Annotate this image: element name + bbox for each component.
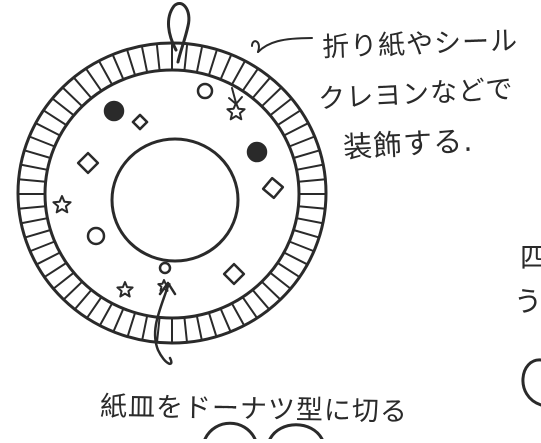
rim-ridge (126, 50, 137, 77)
rim-ridge (62, 280, 84, 301)
diamond-icon (131, 113, 149, 131)
rim-ridge (24, 229, 52, 239)
open-circle-icon (86, 226, 106, 246)
rim-ridge (195, 314, 203, 342)
diamond-icon (76, 151, 100, 175)
rim-ridge (269, 271, 292, 290)
rim-ridge (230, 302, 246, 327)
rim-ridge (276, 110, 301, 127)
leader-line-bottom (153, 284, 173, 366)
cut-instruction: 紙皿をドーナツ型に切る (99, 391, 409, 428)
decorate-note-line1: 折り紙やシール (321, 25, 519, 64)
open-circle-icon (158, 261, 172, 275)
rim-ridge (126, 311, 137, 338)
hanging-string (167, 2, 191, 64)
rim-ridge (230, 61, 246, 86)
rim-ridge (295, 217, 324, 225)
rim-ridges (18, 44, 326, 344)
rim-ridge (183, 44, 188, 72)
filled-circle-icon (103, 100, 125, 122)
rim-ridge (269, 98, 292, 117)
star-icon (157, 279, 171, 292)
rim-ridge (52, 271, 75, 290)
rim-ridge (297, 205, 326, 210)
plate-inner-rim (43, 68, 301, 320)
open-circle-icon (196, 82, 214, 100)
cutoff-text-right-1: 四 (520, 241, 541, 274)
rim-ridge (73, 288, 93, 311)
rim-ridge (112, 55, 125, 81)
decorate-note-line3: 装飾する. (342, 123, 475, 165)
rim-ridge (20, 217, 49, 225)
partial-circle-bottom-2 (268, 423, 324, 441)
rim-ridge (156, 316, 161, 344)
rim-ridge (62, 87, 84, 108)
rim-ridge (195, 46, 203, 74)
rim-ridge (297, 178, 326, 183)
rim-ridge (18, 178, 47, 183)
rim-ridge (241, 69, 258, 92)
diamond-icon (261, 176, 285, 200)
rim-ridge (98, 61, 114, 86)
rim-ridge (86, 296, 103, 319)
rim-ridge (260, 87, 282, 108)
star-icon (52, 195, 72, 214)
rim-ridge (141, 314, 149, 342)
rim-ridge (283, 251, 308, 266)
rim-ridge (43, 261, 68, 278)
rim-ridge (52, 98, 75, 117)
rim-ridge (112, 307, 125, 333)
donut-hole (110, 137, 240, 263)
star-icon (116, 281, 134, 298)
rim-ridge (219, 307, 232, 333)
rim-ridge (24, 149, 52, 159)
rim-ridge (20, 163, 49, 171)
rim-ridge (86, 69, 103, 92)
rim-ridge (156, 44, 161, 72)
rim-ridge (29, 136, 56, 148)
filled-circle-icon (246, 141, 268, 163)
rim-ridge (292, 149, 320, 159)
partial-circle-right (521, 358, 541, 407)
rim-ridge (295, 163, 324, 171)
rim-ridge (36, 251, 61, 266)
star-icon (226, 102, 246, 121)
rim-ridge (283, 122, 308, 137)
rim-ridge (183, 316, 188, 344)
rim-ridge (251, 77, 271, 100)
rim-ridge (18, 205, 47, 210)
partial-circle-bottom (203, 421, 257, 441)
leader-hook-top (251, 40, 260, 53)
rim-ridge (219, 55, 232, 81)
diamond-icon (222, 262, 246, 286)
rim-ridge (241, 296, 258, 319)
leader-line-top (257, 37, 313, 53)
cutoff-text-right-2: う (514, 285, 541, 318)
rim-ridge (288, 240, 315, 252)
rim-ridge (141, 46, 149, 74)
decorations (52, 82, 285, 298)
rim-ridge (207, 311, 218, 338)
rim-ridge (276, 261, 301, 278)
rim-ridge (207, 50, 218, 77)
rim-ridge (288, 136, 315, 148)
rim-ridge (260, 280, 282, 301)
rim-ridge (36, 122, 61, 137)
rim-ridge (73, 77, 93, 100)
rim-ridge (98, 302, 114, 327)
rim-ridge (43, 110, 68, 127)
rim-ridge (292, 229, 320, 239)
rim-ridge (29, 240, 56, 252)
rim-ridge (251, 288, 271, 311)
